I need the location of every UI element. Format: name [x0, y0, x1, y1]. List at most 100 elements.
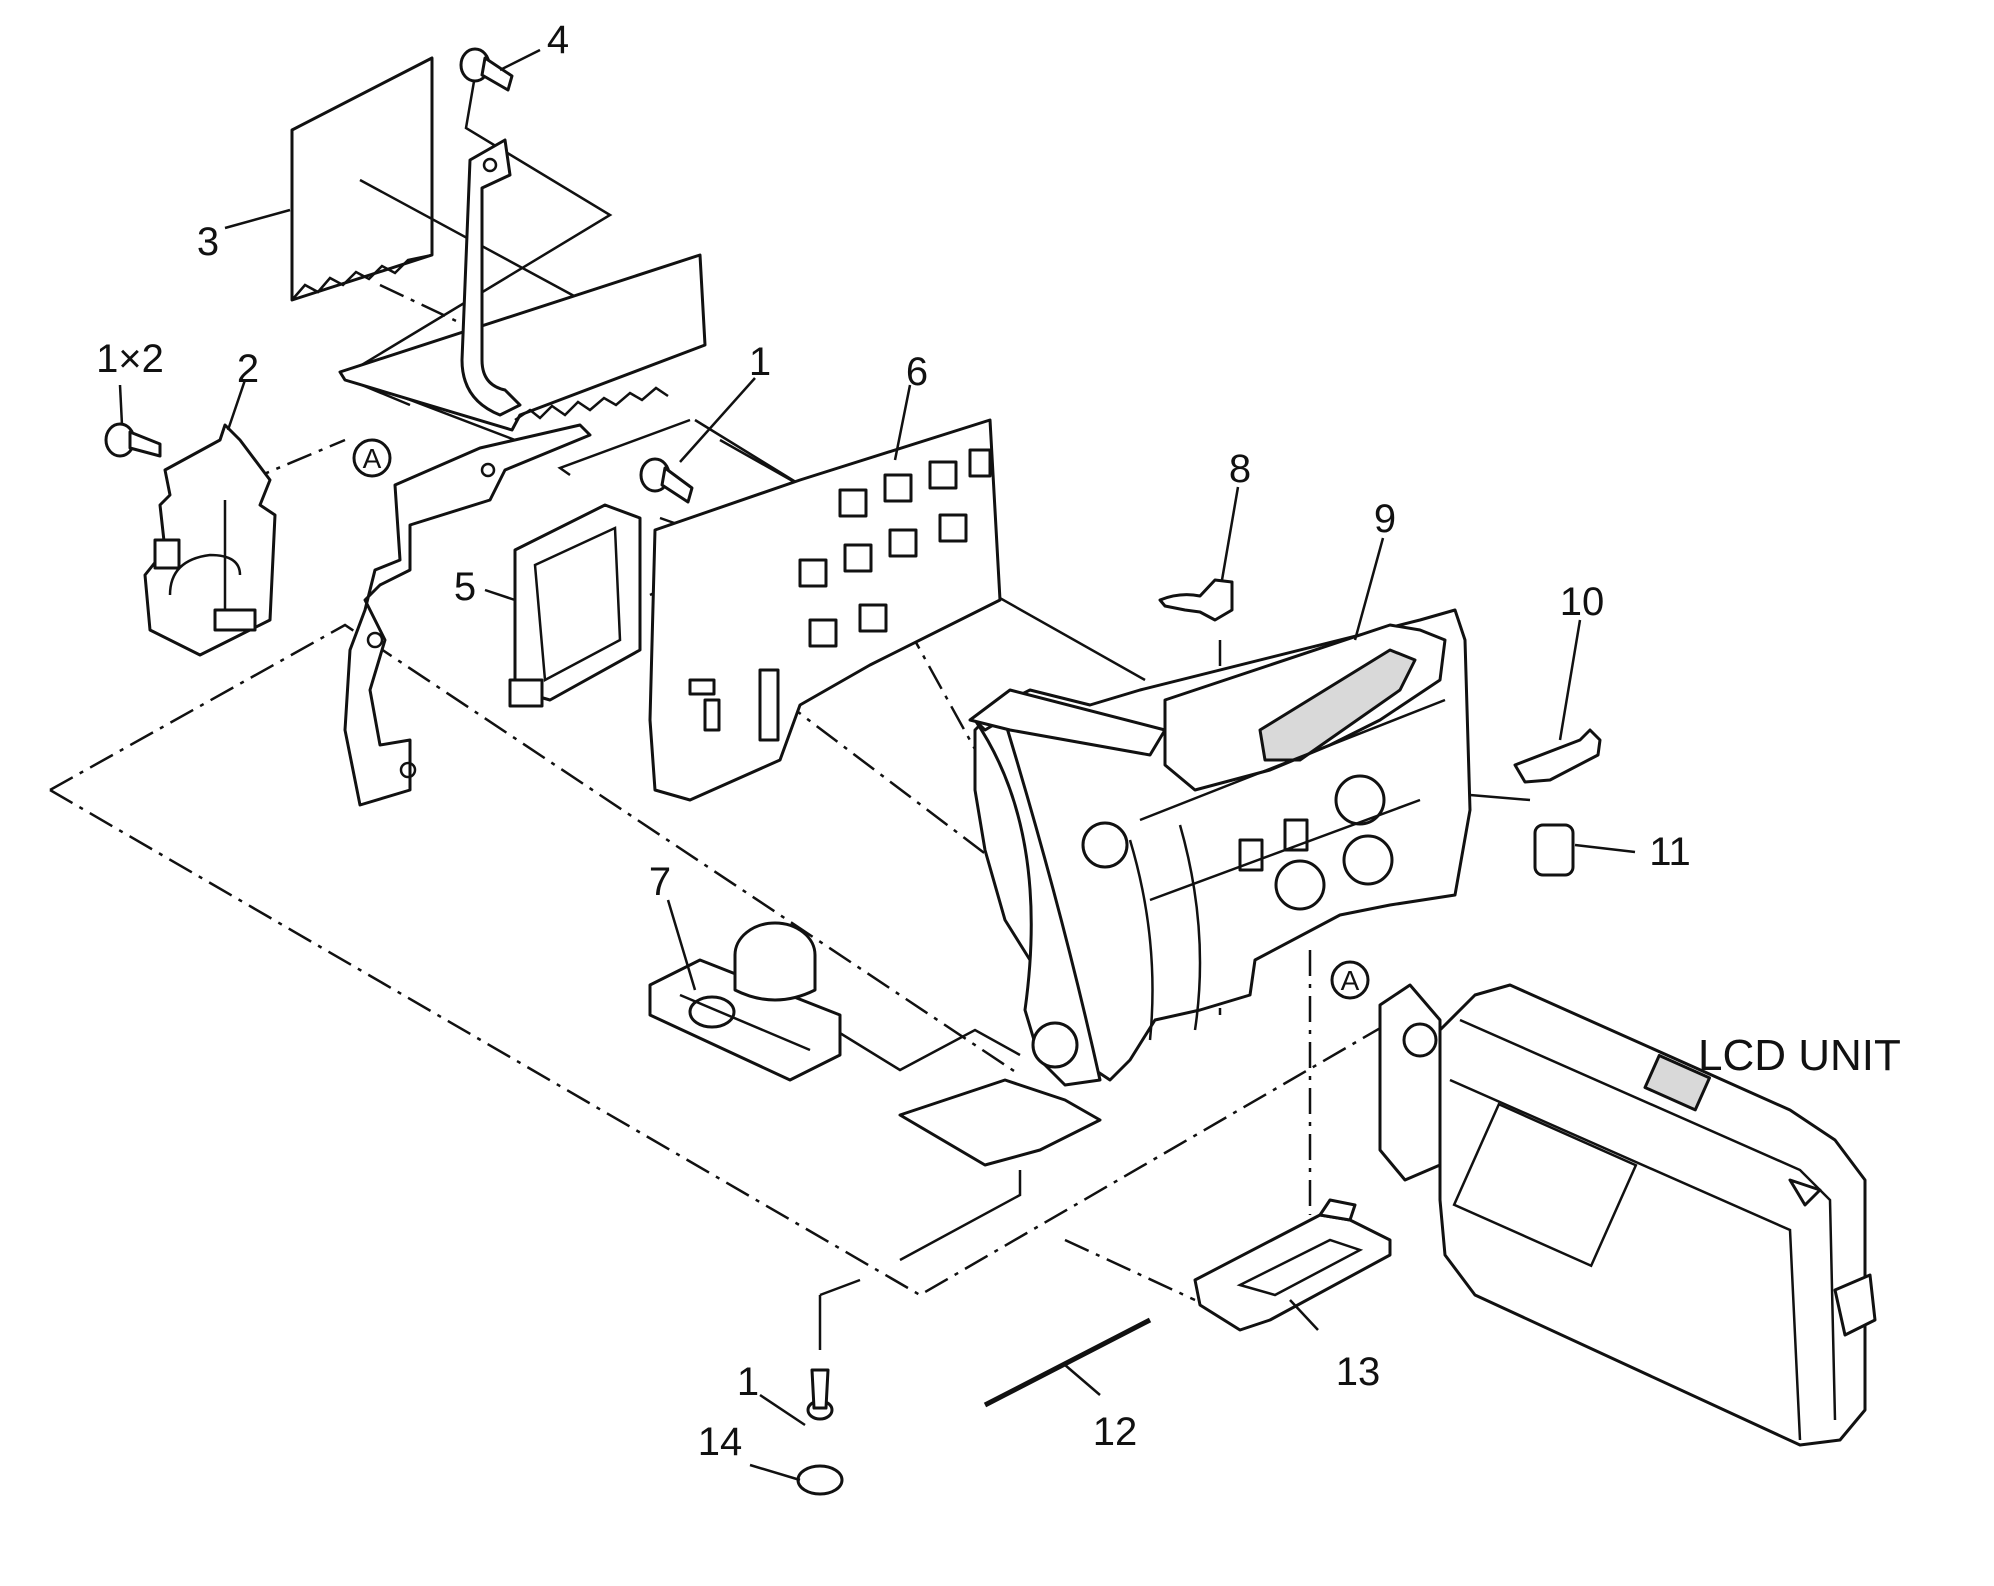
- screw-thread: [810, 1368, 830, 1410]
- screw-thread: [660, 466, 694, 504]
- lcd-unit-label: LCD UNIT: [1698, 1031, 1901, 1080]
- clip-body: [1158, 578, 1234, 622]
- guide-line: [49, 788, 1421, 1297]
- chassis-foot: [898, 1078, 1102, 1167]
- bracket-strip: [343, 138, 592, 807]
- callout-8: 8: [1229, 447, 1251, 491]
- connector-body: [1513, 728, 1602, 784]
- part-9-main-chassis: [898, 608, 1472, 1167]
- reference-mark-circle: [352, 438, 392, 478]
- chassis-band: [1178, 824, 1202, 1031]
- reference-mark-a-2: A: [1330, 960, 1370, 1000]
- frame-outer: [513, 503, 642, 702]
- part-14-washer: [796, 1464, 844, 1496]
- board-component: [798, 558, 828, 588]
- part-13-hinge-cover: [1193, 1198, 1392, 1332]
- bracket-upper: [460, 138, 522, 417]
- leader-12: [1064, 1364, 1101, 1396]
- callout-7: 7: [649, 860, 671, 904]
- screw-4: [459, 47, 514, 92]
- board-component: [858, 603, 888, 633]
- reference-mark-circle: [1330, 960, 1370, 1000]
- connector-line: [557, 418, 691, 477]
- chassis-hole: [1334, 774, 1386, 826]
- chassis-hole: [1342, 834, 1394, 886]
- part-2-jack-bracket: [143, 423, 277, 657]
- screw-1x2: [104, 422, 162, 458]
- leader-13: [1289, 1299, 1319, 1331]
- leader-11: [1574, 843, 1636, 854]
- chassis-hole: [1081, 821, 1129, 869]
- callout-6: 6: [906, 350, 928, 394]
- callout-2: 2: [237, 347, 259, 391]
- reference-mark-letter: A: [363, 443, 382, 474]
- leader-1-lower: [759, 1393, 806, 1427]
- reference-mark-a-1: A: [352, 438, 392, 478]
- cover-tab: [1318, 1198, 1357, 1222]
- lcd-pivot: [1402, 1022, 1438, 1058]
- shield-plate-front: [290, 56, 434, 302]
- leader-10: [1558, 619, 1582, 741]
- cover-body: [1193, 1213, 1392, 1332]
- lcd-mark: [1788, 1178, 1822, 1207]
- reference-mark-letter: A: [1341, 965, 1360, 996]
- leader-5: [484, 588, 516, 602]
- sheet-slots: [514, 386, 669, 422]
- callout-3: 3: [197, 220, 219, 264]
- board-component: [883, 473, 913, 503]
- frame-inner: [533, 526, 622, 682]
- cover-recess: [1236, 1238, 1364, 1297]
- chassis-slot: [1283, 818, 1309, 852]
- screw-thread: [128, 430, 162, 458]
- callout-leaders: [118, 48, 1636, 1482]
- chassis-edge: [1149, 798, 1421, 902]
- callout-14: 14: [698, 1420, 743, 1464]
- callout-1-lower: 1: [737, 1360, 759, 1404]
- holder-rib: [679, 993, 811, 1052]
- chassis-hole: [1031, 1021, 1079, 1069]
- lcd-clip: [1833, 1273, 1877, 1337]
- bracket-hole: [480, 462, 496, 478]
- callout-11: 11: [1649, 830, 1691, 874]
- chassis-top-recess: [1258, 648, 1417, 762]
- board-component: [838, 488, 868, 518]
- bracket-hole: [366, 631, 384, 649]
- board-component: [928, 460, 958, 490]
- bracket-hole: [399, 761, 417, 779]
- lcd-unit: [1378, 983, 1877, 1447]
- chassis-extension: [968, 688, 1167, 757]
- callout-12: 12: [1093, 1410, 1138, 1454]
- board-outline: [648, 418, 1002, 802]
- connector-line: [834, 1028, 1021, 1072]
- connector-line: [1469, 793, 1531, 802]
- callout-1x2: 1×2: [96, 337, 164, 381]
- callout-13: 13: [1336, 1350, 1381, 1394]
- board-components: [688, 448, 992, 742]
- board-component: [888, 528, 918, 558]
- bracket-hole: [482, 157, 498, 173]
- leader-2: [226, 379, 247, 431]
- holder-base: [648, 958, 842, 1082]
- part-3-shield-plate: [290, 56, 707, 432]
- screw-1-upper: [639, 457, 694, 504]
- plate-slots: [291, 253, 433, 301]
- bracket-tab: [153, 538, 181, 570]
- lcd-body: [1438, 983, 1867, 1447]
- lcd-hinge: [1378, 983, 1442, 1182]
- board-connector: [758, 668, 780, 742]
- chassis-hole: [1274, 859, 1326, 911]
- lcd-edge: [1459, 1018, 1837, 1421]
- part-8-clip: [1158, 578, 1234, 622]
- callout-9: 9: [1374, 497, 1396, 541]
- leader-9: [1353, 537, 1385, 641]
- lcd-panel: [1452, 1102, 1638, 1268]
- leader-14: [749, 1463, 801, 1482]
- board-chip: [703, 698, 721, 732]
- board-component: [968, 448, 992, 478]
- shield-sheet: [338, 253, 707, 432]
- leader-1x2: [118, 384, 124, 426]
- guide-line: [1064, 1238, 1196, 1302]
- leader-3: [224, 208, 291, 230]
- guide-line: [669, 614, 1021, 881]
